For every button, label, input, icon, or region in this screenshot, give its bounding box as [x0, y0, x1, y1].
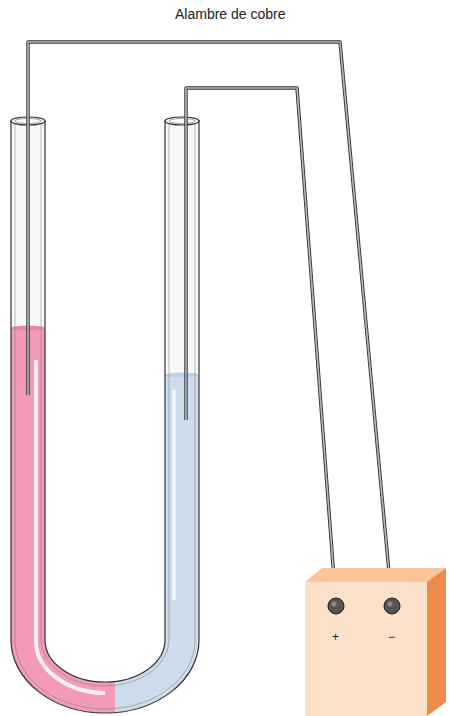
- tube-outline: [45, 120, 165, 682]
- wire-label: Alambre de cobre: [175, 6, 286, 22]
- terminal-shine: [332, 602, 337, 607]
- battery-box: +−: [305, 582, 427, 716]
- copper-wire: [28, 42, 392, 605]
- copper-wire: [28, 42, 392, 605]
- terminal-sign: +: [332, 630, 339, 644]
- tube-rim: [165, 117, 199, 125]
- copper-wire: [186, 88, 336, 605]
- pink-solution: [0, 328, 115, 716]
- terminal-sign: −: [388, 630, 395, 644]
- battery-front: [305, 582, 427, 716]
- terminal-shine: [388, 602, 393, 607]
- tube-outline: [41, 120, 169, 686]
- tube-outline: [11, 120, 199, 713]
- glass-highlight: [36, 360, 105, 693]
- tube-rim: [169, 119, 195, 124]
- tube-outline: [15, 120, 195, 709]
- negative-terminal: [384, 598, 400, 614]
- battery-side: [427, 568, 446, 716]
- battery-top: [305, 568, 446, 582]
- copper-wire: [186, 88, 336, 605]
- positive-terminal: [328, 598, 344, 614]
- glass-highlight: [173, 390, 176, 600]
- blue-meniscus: [165, 373, 199, 378]
